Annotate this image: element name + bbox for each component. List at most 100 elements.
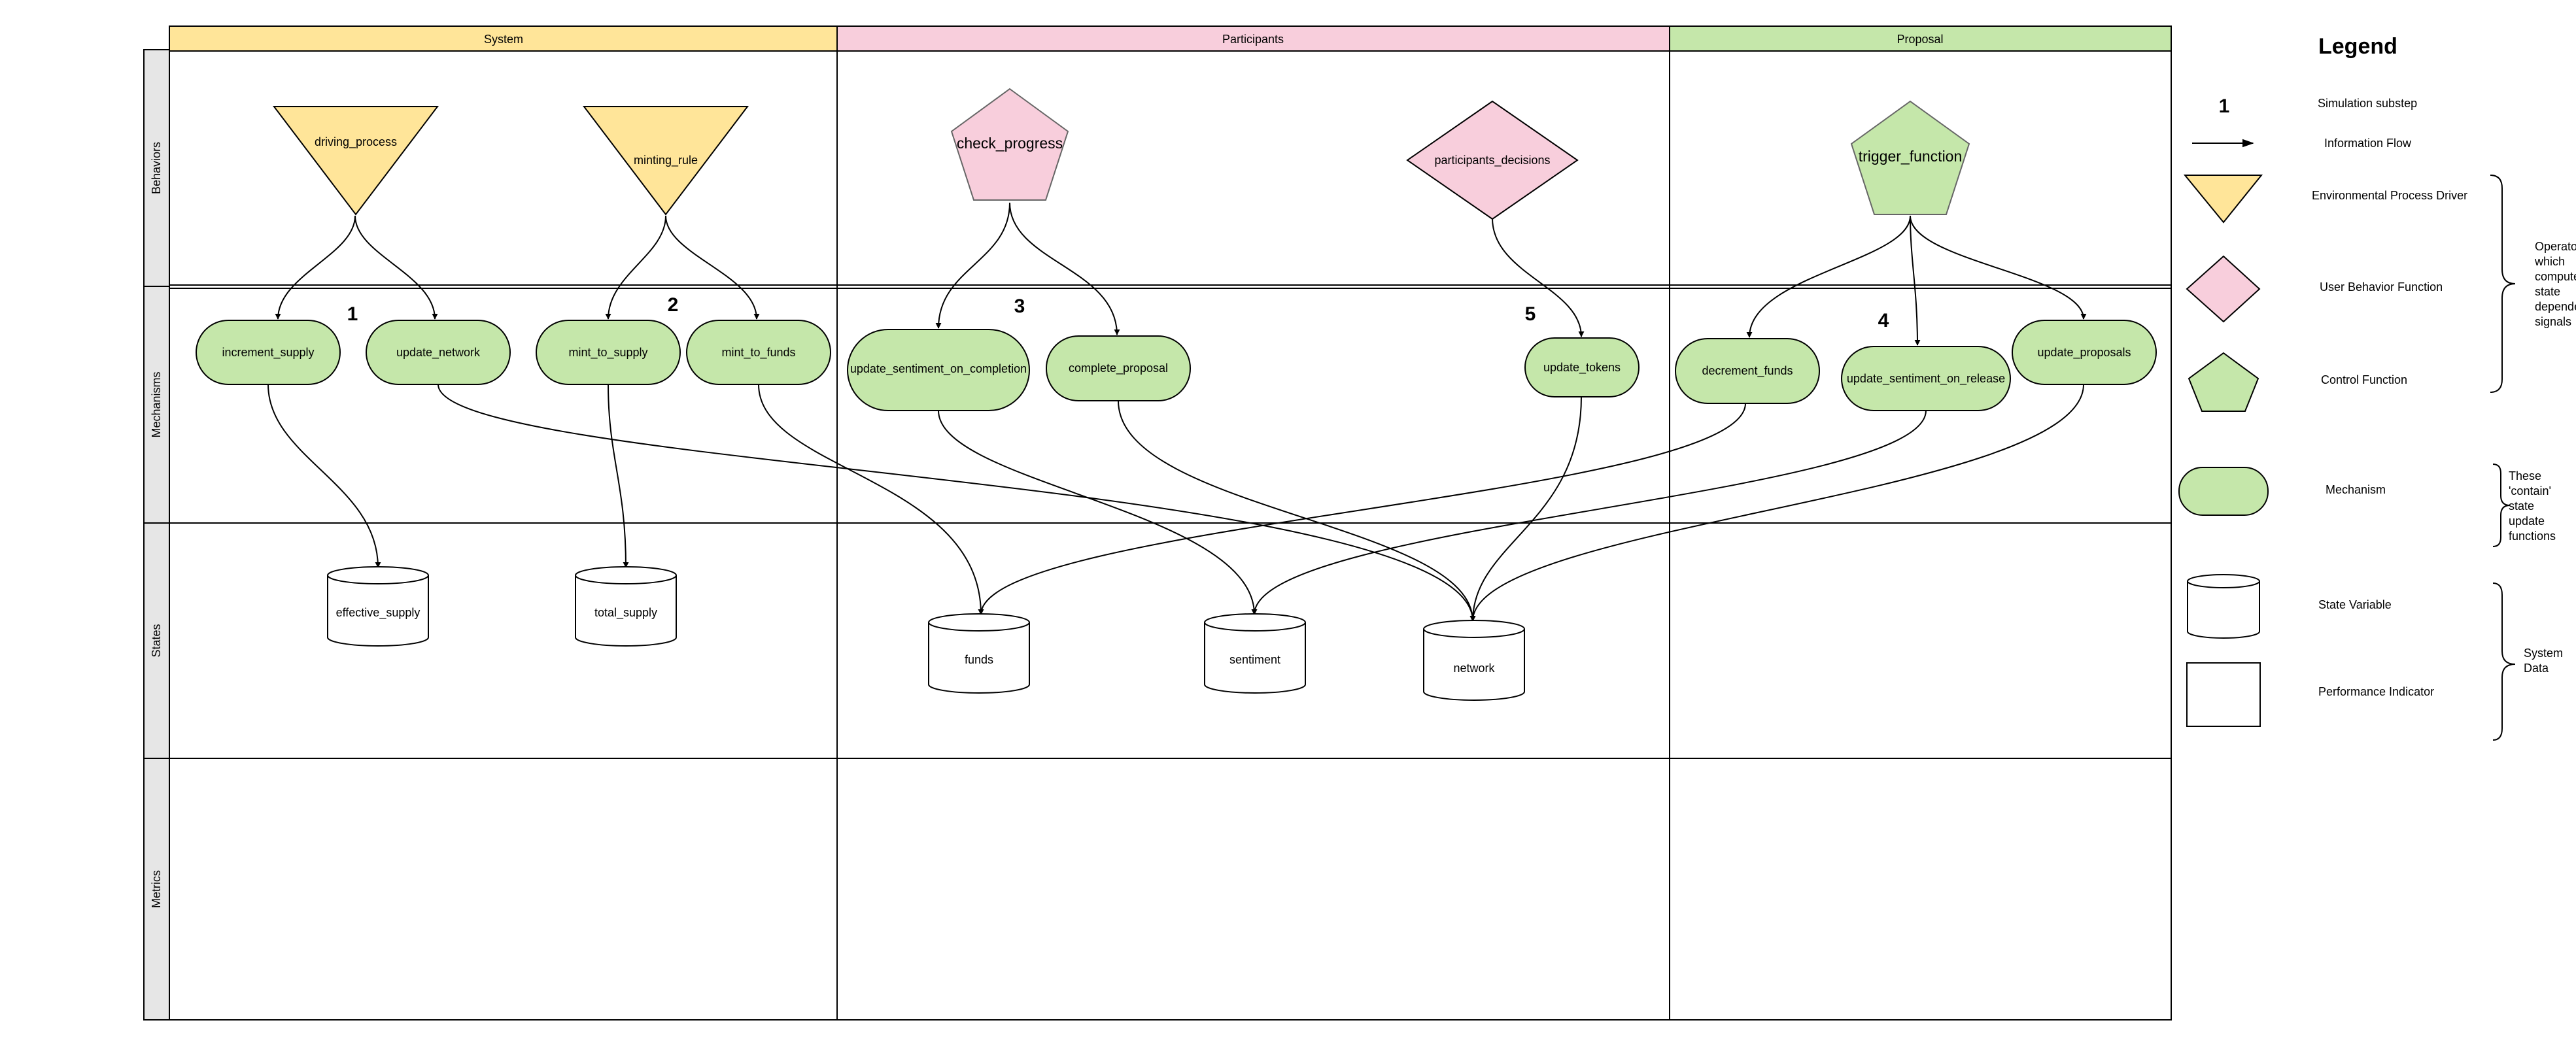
edge-trigger-decrement <box>1746 215 1911 338</box>
edge-increment-effective <box>267 384 381 568</box>
update-sentiment-on-release-label: update_sentiment_on_release <box>1847 372 2005 386</box>
legend-contain-note-line: These <box>2509 469 2541 482</box>
edge-network-network <box>438 384 1476 622</box>
edge-tokens-network <box>1469 396 1582 622</box>
edge-decisions-tokens <box>1492 218 1585 337</box>
substep-numbers: 1 2 3 4 5 <box>347 294 1889 331</box>
legend-contain-note: These 'contain' state update functions <box>2509 469 2556 543</box>
legend-brace-mechanism <box>2492 464 2511 547</box>
state-nodes: effective_supply total_supply funds sent… <box>327 566 1525 701</box>
edge-mint-funds-funds <box>758 384 984 615</box>
legend-operators-note-line: dependent <box>2535 300 2576 313</box>
column-header-proposal-label: Proposal <box>1897 33 1943 46</box>
legend-state-variable-label: State Variable <box>2318 598 2392 611</box>
grid <box>169 50 2172 1021</box>
funds-node: funds <box>928 613 1030 694</box>
driving-process-label: driving_process <box>315 135 397 149</box>
edge-driving-network <box>354 215 438 320</box>
mint-to-funds-node <box>686 320 831 385</box>
legend-system-data-note-line: System <box>2524 647 2563 660</box>
legend: Legend 1 Simulation substep Information … <box>2178 34 2576 741</box>
participants-decisions-node <box>1406 100 1579 220</box>
state-edges <box>267 384 2084 622</box>
substep-5: 5 <box>1525 303 1536 325</box>
legend-title: Legend <box>2318 34 2397 59</box>
legend-env-driver-label: Environmental Process Driver <box>2312 189 2467 202</box>
legend-control-label: Control Function <box>2321 373 2407 386</box>
legend-performance-indicator-shape <box>2186 662 2261 727</box>
increment-supply-node <box>196 320 341 385</box>
legend-mechanism-shape <box>2178 467 2269 516</box>
edge-proposals-network <box>1469 384 2084 622</box>
trigger-function-label: trigger_function <box>1859 148 1963 165</box>
network-node: network <box>1423 620 1525 701</box>
update-proposals-node <box>2012 320 2157 385</box>
update-tokens-node <box>1524 337 1640 397</box>
mint-to-funds-label: mint_to_funds <box>721 346 795 360</box>
column-header-participants <box>836 25 1670 52</box>
legend-mechanism-label: Mechanism <box>2326 483 2386 496</box>
legend-brace-system-data <box>2492 582 2516 741</box>
minting-rule-label: minting_rule <box>634 154 698 167</box>
total-supply-node: total_supply <box>575 566 677 647</box>
column-header-participants-label: Participants <box>1222 33 1284 46</box>
update-proposals-label: update_proposals <box>2037 346 2131 360</box>
legend-control-shape <box>2188 352 2259 412</box>
update-sentiment-on-release-node <box>1841 346 2011 411</box>
behavior-nodes: driving_process minting_rule check_progr… <box>272 88 1970 220</box>
legend-substep-number: 1 <box>2219 95 2230 117</box>
minting-rule-node <box>582 106 749 216</box>
sentiment-node: sentiment <box>1204 613 1306 694</box>
row-label-behaviors-text: Behaviors <box>150 142 163 194</box>
edge-complete-network <box>1118 400 1476 622</box>
participants-decisions-label: participants_decisions <box>1434 154 1550 167</box>
edge-trigger-sentiment-release <box>1910 215 1921 346</box>
substep-3: 3 <box>1014 295 1025 317</box>
sentiment-label: sentiment <box>1229 653 1280 666</box>
legend-system-data-note-line: Data <box>2524 662 2549 675</box>
total-supply-label: total_supply <box>594 606 657 620</box>
mint-to-supply-label: mint_to_supply <box>568 346 647 360</box>
legend-state-variable-shape <box>2187 574 2260 639</box>
row-label-mechanisms-text: Mechanisms <box>150 371 163 437</box>
update-tokens-label: update_tokens <box>1543 361 1621 375</box>
edge-decrement-funds <box>978 403 1746 615</box>
legend-simulation-substep-label: Simulation substep <box>2318 97 2417 110</box>
legend-env-driver-shape <box>2183 175 2263 224</box>
legend-operators-note-line: signals <box>2535 315 2571 328</box>
legend-user-behavior-shape <box>2186 255 2261 323</box>
legend-brace-operators <box>2490 175 2516 393</box>
legend-operators-note: Operators which compute state dependent … <box>2534 240 2576 328</box>
legend-operators-note-line: which <box>2534 255 2565 268</box>
legend-contain-note-line: state <box>2509 499 2534 513</box>
update-network-label: update_network <box>396 346 481 360</box>
substep-1: 1 <box>347 303 358 325</box>
increment-supply-label: increment_supply <box>222 346 314 360</box>
legend-contain-note-line: 'contain' <box>2509 484 2551 498</box>
edge-check-complete <box>1009 202 1120 335</box>
edge-minting-mint-funds <box>665 215 760 320</box>
update-sentiment-on-completion-label: update_sentiment_on_completion <box>850 362 1027 376</box>
legend-performance-indicator-label: Performance Indicator <box>2318 685 2434 698</box>
edge-sentiment-release-sentiment <box>1251 410 1927 615</box>
edge-sentiment-completion-sentiment <box>938 410 1258 615</box>
legend-contain-note-line: update <box>2509 515 2545 528</box>
decrement-funds-node <box>1675 338 1820 404</box>
edge-driving-increment <box>275 215 356 320</box>
check-progress-label: check_progress <box>957 135 1063 152</box>
legend-information-flow-label: Information Flow <box>2324 137 2412 150</box>
complete-proposal-node <box>1046 335 1191 401</box>
trigger-function-node <box>1850 100 1970 215</box>
check-progress-node <box>950 88 1069 201</box>
edge-check-sentiment <box>935 202 1010 329</box>
edge-trigger-proposals <box>1910 215 2087 320</box>
mint-to-supply-node <box>536 320 681 385</box>
legend-user-behavior-label: User Behavior Function <box>2320 280 2443 294</box>
column-header-system <box>169 25 838 52</box>
substep-4: 4 <box>1878 310 1889 331</box>
row-label-metrics-text: Metrics <box>150 870 163 908</box>
legend-operators-note-line: state <box>2535 285 2560 298</box>
update-sentiment-on-completion-node <box>847 329 1030 411</box>
network-label: network <box>1453 662 1495 675</box>
